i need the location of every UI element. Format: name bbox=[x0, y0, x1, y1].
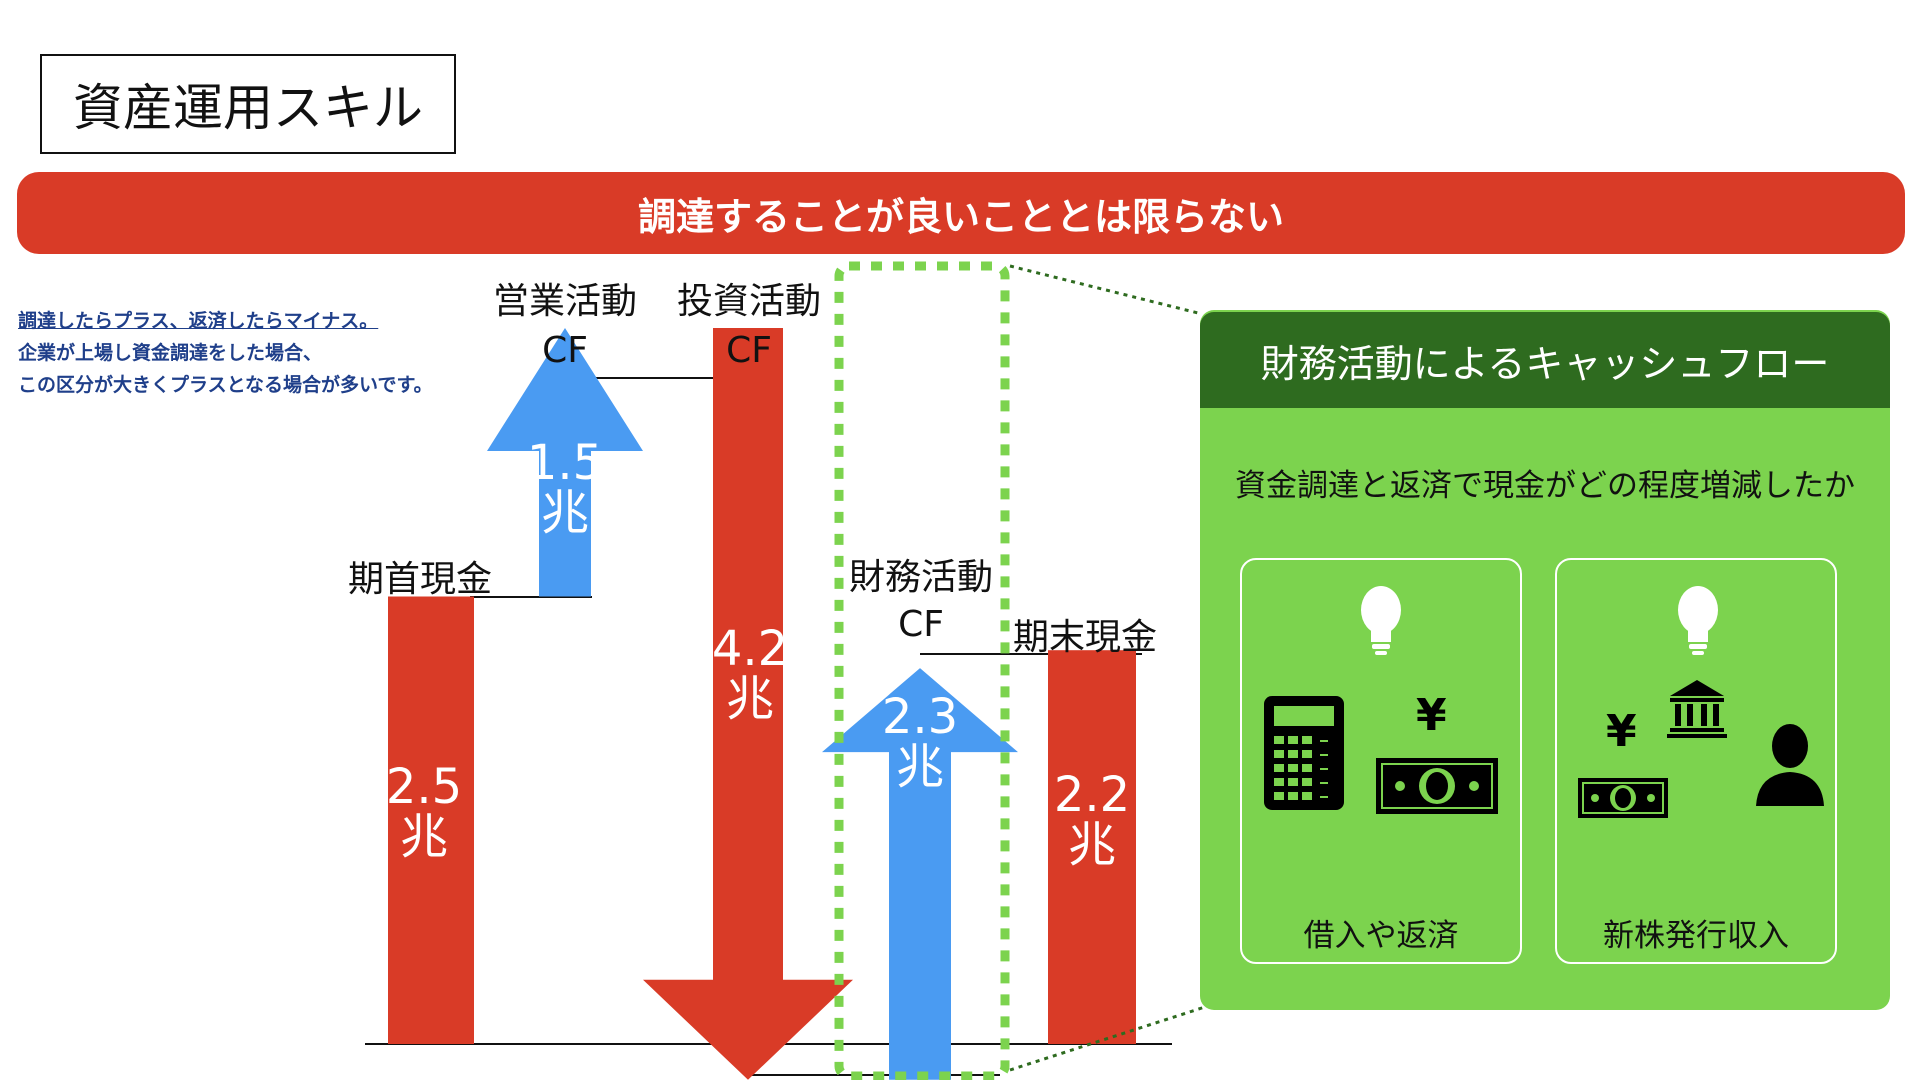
financing-highlight-box bbox=[834, 261, 1010, 1080]
person-icon bbox=[1756, 724, 1824, 806]
lightbulb-icon bbox=[1361, 586, 1401, 655]
lightbulb-icon bbox=[1678, 586, 1718, 655]
yen-icon: ¥ bbox=[1416, 690, 1447, 741]
label-opening-cash: 期首現金 bbox=[347, 559, 492, 600]
label-operating: 営業活動 bbox=[492, 281, 637, 322]
label-financing: 財務活動 bbox=[848, 557, 993, 598]
card-borrowing-label: 借入や返済 bbox=[1303, 918, 1459, 954]
label-investing-cf: CF bbox=[726, 330, 772, 371]
label-investing: 投資活動 bbox=[676, 281, 821, 322]
headline-banner: 調達することが良いこととは限らない bbox=[17, 172, 1905, 254]
note-line-3: この区分が大きくプラスとなる場合が多いです。 bbox=[18, 374, 433, 396]
arrow-financing-cf bbox=[822, 668, 1018, 1080]
card-new-shares-label: 新株発行収入 bbox=[1603, 918, 1789, 954]
banknote-icon bbox=[1376, 758, 1498, 814]
arrow-investing-cf bbox=[643, 328, 853, 1080]
bar-closing-cash bbox=[1048, 650, 1136, 1044]
panel-header: 財務活動によるキャッシュフロー bbox=[1200, 312, 1890, 408]
note-line-2: 企業が上場し資金調達をした場合、 bbox=[18, 342, 323, 364]
page-title: 資産運用スキル bbox=[40, 54, 456, 154]
zoom-line-bottom bbox=[1009, 1004, 1209, 1072]
label-operating-cf: CF bbox=[542, 330, 588, 371]
bank-icon bbox=[1667, 680, 1727, 738]
zoom-line-top bbox=[1009, 264, 1203, 316]
panel-subtitle: 資金調達と返済で現金がどの程度増減したか bbox=[1235, 468, 1855, 504]
calculator-icon bbox=[1264, 696, 1344, 810]
note-line-1: 調達したらプラス、返済したらマイナス。 bbox=[18, 310, 379, 332]
label-financing-cf: CF bbox=[898, 604, 944, 645]
card-borrowing bbox=[1240, 558, 1522, 964]
yen-icon: ¥ bbox=[1606, 706, 1637, 757]
financing-cf-panel bbox=[1200, 310, 1890, 1010]
arrow-operating-cf bbox=[487, 328, 643, 597]
bar-opening-cash bbox=[388, 596, 474, 1044]
card-new-shares bbox=[1555, 558, 1837, 964]
banknote-icon bbox=[1578, 778, 1668, 818]
label-closing-cash: 期末現金 bbox=[1012, 617, 1157, 658]
